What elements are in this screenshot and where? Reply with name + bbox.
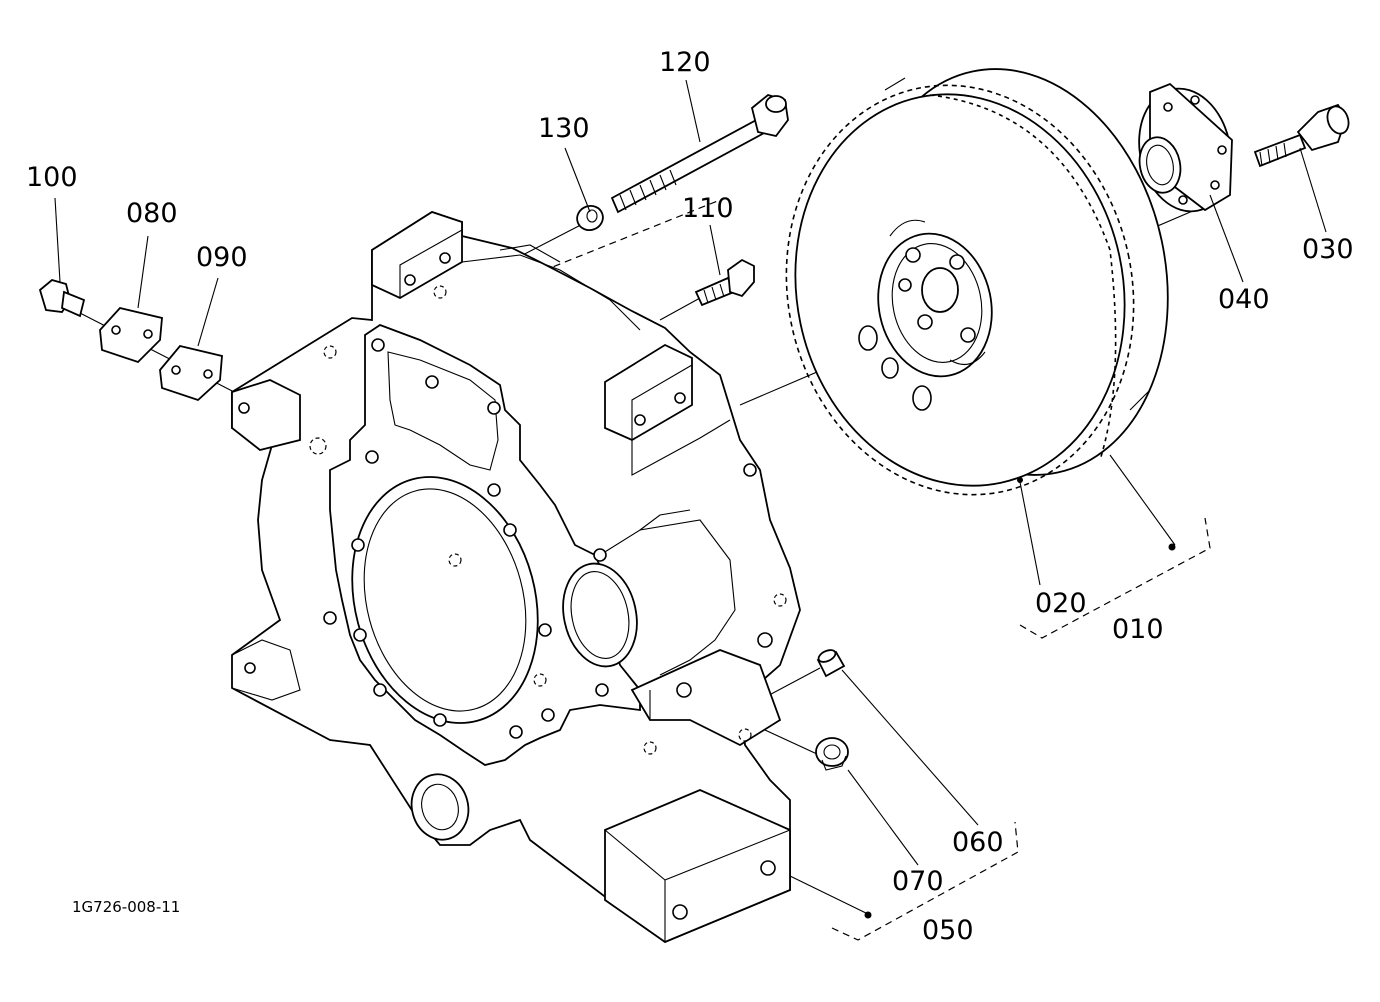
plate-090 <box>159 344 223 402</box>
callouts: 120 130 110 100 080 090 030 040 020 010 … <box>26 47 1354 946</box>
washer-130 <box>576 204 604 232</box>
callout-110: 110 <box>682 193 734 224</box>
callout-130: 130 <box>538 113 590 144</box>
callout-100: 100 <box>26 162 78 193</box>
bolt-120 <box>610 94 789 214</box>
callout-030: 030 <box>1302 234 1354 265</box>
bolt-110 <box>694 258 755 307</box>
pin-060 <box>816 649 846 678</box>
callout-080: 080 <box>126 198 178 229</box>
callout-050: 050 <box>922 915 974 946</box>
callout-070: 070 <box>892 866 944 897</box>
coupling-040 <box>1138 82 1233 213</box>
drawing-reference: 1G726-008-11 <box>72 898 180 916</box>
leader-lines <box>54 79 1327 941</box>
flywheel-housing <box>231 211 801 944</box>
plug-070 <box>815 737 849 771</box>
flywheel-assembly <box>785 68 1169 496</box>
callout-060: 060 <box>952 827 1004 858</box>
bolt-030 <box>1253 103 1350 168</box>
callout-120: 120 <box>659 47 711 78</box>
callout-010: 010 <box>1112 614 1164 645</box>
callout-090: 090 <box>196 242 248 273</box>
bolt-100 <box>38 279 86 318</box>
plate-080 <box>99 307 163 364</box>
callout-020: 020 <box>1035 588 1087 619</box>
callout-040: 040 <box>1218 284 1270 315</box>
